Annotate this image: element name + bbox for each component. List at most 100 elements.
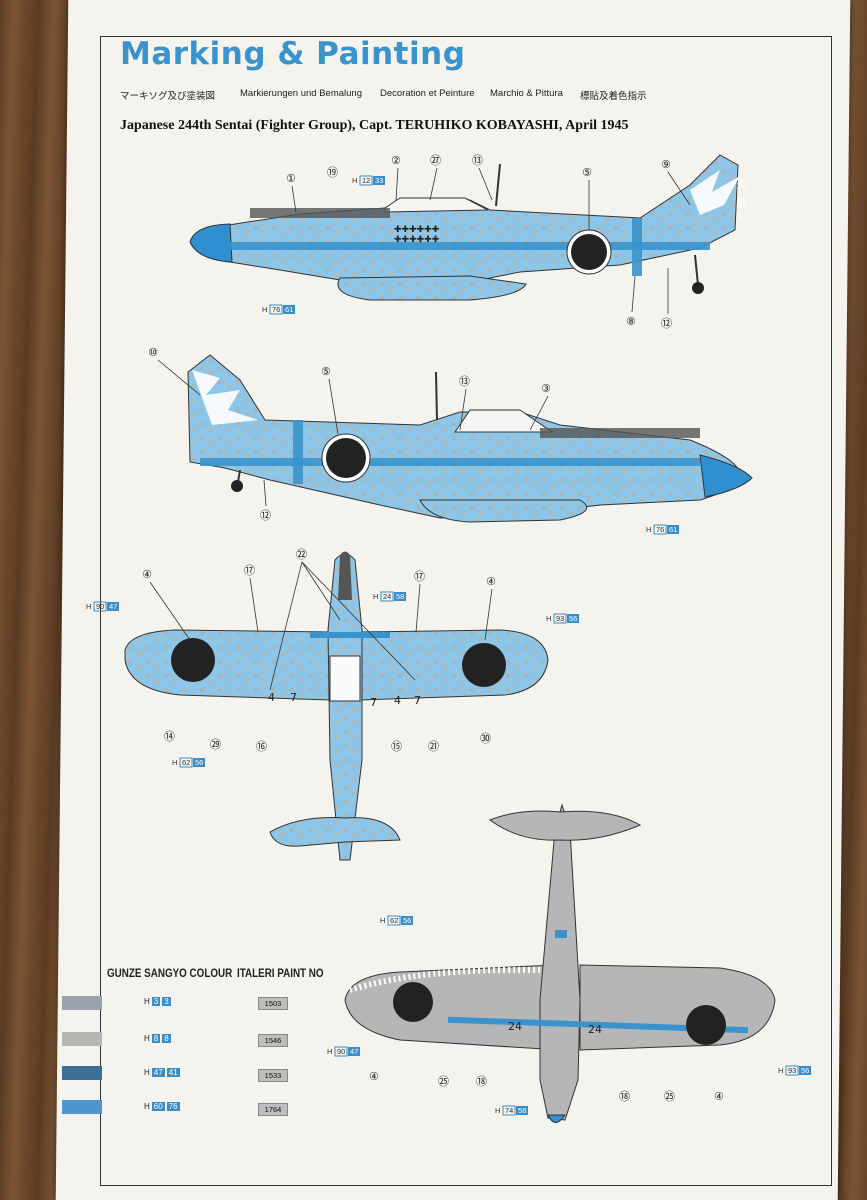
callout: ⑬: [459, 375, 470, 388]
ref-bottom-center: H 74 58: [495, 1105, 528, 1116]
callout: ⑰: [414, 570, 425, 583]
legend-italeri-header: ITALERI PAINT NO: [237, 966, 324, 980]
callout: ⑤: [582, 166, 592, 179]
callout: ⑫: [661, 317, 672, 330]
callout: ㉒: [296, 548, 307, 561]
top-num-left-1: 4: [268, 691, 275, 704]
callout: ⑤: [321, 365, 331, 378]
svg-text:H: H: [778, 1066, 783, 1075]
ref-top-left: H 90 47: [86, 601, 119, 612]
callout: ⑬: [472, 154, 483, 167]
callout: ⑮: [391, 740, 402, 753]
svg-text:90: 90: [337, 1047, 345, 1056]
callout: ④: [486, 575, 496, 588]
svg-text:62: 62: [390, 916, 398, 925]
top-num-right-3: 7: [414, 694, 421, 707]
callout: ④: [369, 1070, 379, 1083]
lang-french: Decoration et Peinture: [380, 88, 475, 99]
callout: ①: [286, 172, 296, 185]
svg-text:61: 61: [285, 305, 293, 314]
paint-refs: H 12 33 H 76 61 H 76 61 H 90 47: [86, 175, 811, 1116]
aircraft-subtitle: Japanese 244th Sentai (Fighter Group), C…: [120, 118, 629, 133]
callout: ⑰: [244, 564, 255, 577]
svg-text:33: 33: [375, 176, 383, 185]
top-num-left-2: 7: [290, 691, 297, 704]
callout: ⑱: [476, 1075, 487, 1088]
callouts: ① ⑲ ② ㉗ ⑬ ⑤ ⑨ ⑧ ⑫ ⑩ ⑤ ⑬ ③ ⑫ ㉒ ④ ⑰ ⑰ ④ ⑭ …: [142, 154, 724, 1103]
callout: ⑫: [260, 509, 271, 522]
svg-text:H: H: [262, 305, 267, 314]
italeri-code-1: 1503: [258, 997, 288, 1010]
ref-bottom-right: H 93 56: [778, 1065, 811, 1076]
svg-text:12: 12: [362, 176, 370, 185]
bottom-num-2: 24: [588, 1023, 602, 1036]
svg-text:✚✚✚✚✚✚: ✚✚✚✚✚✚: [394, 234, 440, 244]
callout: ㉑: [428, 740, 439, 753]
callout: ⑨: [661, 158, 671, 171]
ref-side1-canopy: H 12 33: [352, 175, 385, 186]
svg-text:H: H: [327, 1047, 332, 1056]
svg-text:56: 56: [801, 1066, 809, 1075]
svg-text:H: H: [646, 525, 651, 534]
callout: ④: [142, 568, 152, 581]
callout: ⑧: [626, 315, 636, 328]
lang-japanese: マーキソグ及び塗装図: [120, 91, 216, 102]
italeri-code-4: 1764: [258, 1103, 288, 1116]
tail-kanji-1: 炎: [736, 178, 747, 191]
svg-text:56: 56: [195, 758, 203, 767]
callout: ⑱: [619, 1090, 630, 1103]
bottom-num-1: 24: [508, 1020, 522, 1033]
svg-text:24: 24: [383, 592, 391, 601]
svg-text:H: H: [546, 614, 551, 623]
swatch-1: [62, 996, 102, 1010]
svg-text:H: H: [373, 592, 378, 601]
svg-text:58: 58: [396, 592, 404, 601]
swatch-3: [62, 1066, 102, 1080]
callout: ㉙: [210, 738, 221, 751]
callout: ④: [714, 1090, 724, 1103]
svg-text:56: 56: [403, 916, 411, 925]
svg-text:58: 58: [518, 1106, 526, 1115]
svg-text:H: H: [172, 758, 177, 767]
ref-side1-belly: H 76 61: [262, 304, 295, 315]
ref-bottom-left: H 90 47: [327, 1046, 360, 1057]
svg-text:90: 90: [96, 602, 104, 611]
side-view-left: ✚✚✚✚✚✚ ✚✚✚✚✚✚ 炎 勝: [189, 154, 747, 301]
callout: ㉕: [438, 1075, 449, 1088]
ref-top-right: H 93 56: [546, 613, 579, 624]
svg-text:56: 56: [569, 614, 577, 623]
callout: ㉕: [664, 1090, 675, 1103]
svg-text:61: 61: [669, 525, 677, 534]
svg-text:H: H: [352, 176, 357, 185]
top-num-right-1: 7: [370, 696, 377, 709]
svg-text:H: H: [380, 916, 385, 925]
top-view: 4 7 7 4 7: [124, 551, 549, 861]
svg-text:47: 47: [109, 602, 117, 611]
side-view-right: [187, 354, 753, 523]
callout: ②: [391, 154, 401, 167]
italeri-code-3: 1533: [258, 1069, 288, 1082]
swatch-4: [62, 1100, 102, 1114]
callout: ⑲: [327, 166, 338, 179]
svg-text:H: H: [495, 1106, 500, 1115]
ref-top-center: H 24 58: [373, 591, 406, 602]
svg-text:H: H: [86, 602, 91, 611]
legend-gunze-header: GUNZE SANGYO COLOUR: [107, 966, 233, 980]
callout: ⑭: [164, 730, 175, 743]
lang-german: Markierungen und Bemalung: [240, 88, 362, 99]
tail-kanji-2: 勝: [736, 195, 747, 209]
page-title: Marking & Painting: [120, 36, 466, 72]
lang-italian: Marchio & Pittura: [490, 88, 563, 99]
callout: ㉗: [430, 154, 441, 167]
callout: ③: [541, 382, 551, 395]
italeri-code-2: 1546: [258, 1034, 288, 1047]
callout: ㉚: [480, 732, 491, 745]
svg-text:74: 74: [505, 1106, 513, 1115]
svg-text:93: 93: [556, 614, 564, 623]
bottom-view: 24 24: [344, 803, 776, 1123]
